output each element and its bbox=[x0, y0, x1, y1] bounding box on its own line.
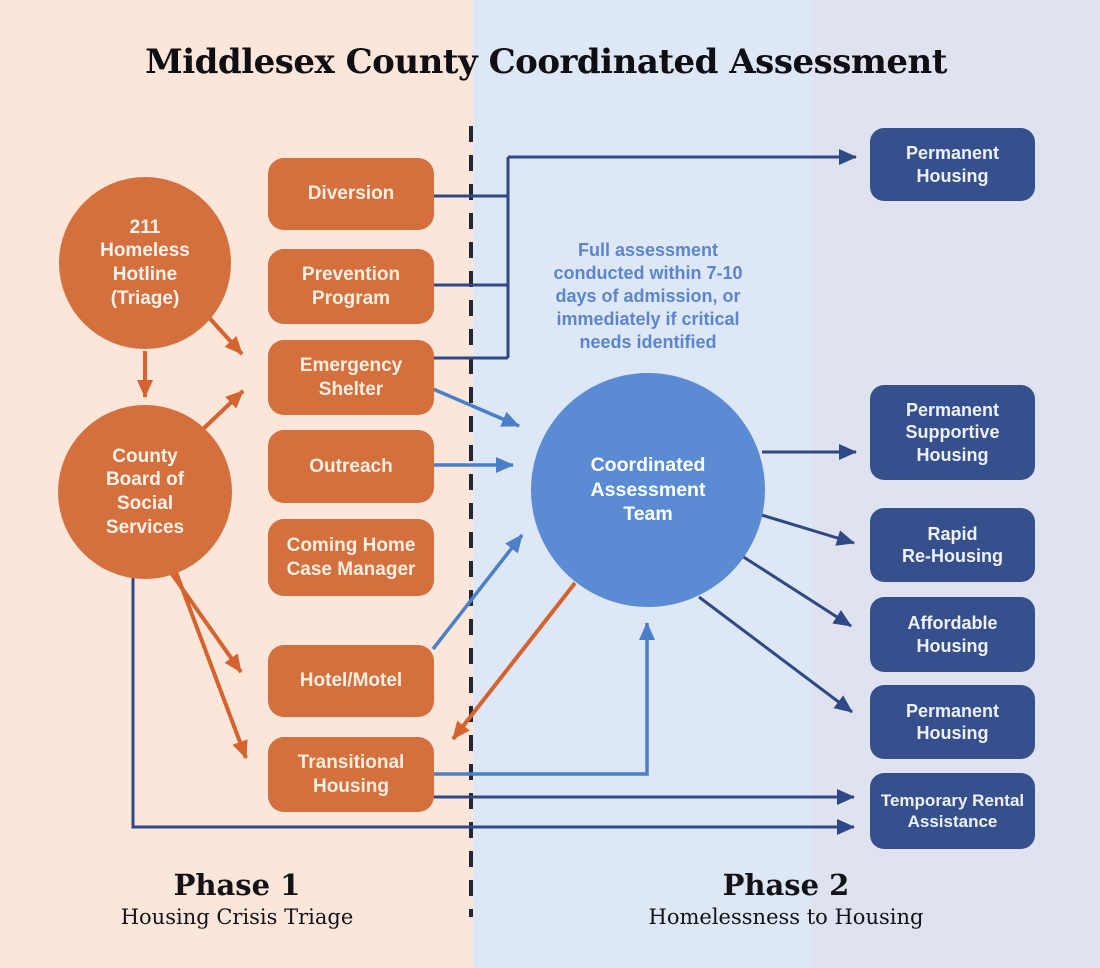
phase2-subheading: Homelessness to Housing bbox=[648, 905, 924, 929]
node-permanent-supportive-housing: Permanent Supportive Housing bbox=[870, 385, 1035, 480]
node-permanent-housing-top: Permanent Housing bbox=[870, 128, 1035, 201]
node-rapid-rehousing: Rapid Re-Housing bbox=[870, 508, 1035, 582]
node-prevention-program: Prevention Program bbox=[268, 249, 434, 324]
page-title: Middlesex County Coordinated Assessment bbox=[145, 42, 947, 82]
phase1-label: Phase 1 Housing Crisis Triage bbox=[87, 868, 387, 929]
node-permanent-housing-lower: Permanent Housing bbox=[870, 685, 1035, 759]
node-county-board-of-social-services: County Board of Social Services bbox=[58, 405, 232, 579]
phase1-subheading: Housing Crisis Triage bbox=[120, 905, 354, 929]
node-emergency-shelter: Emergency Shelter bbox=[268, 340, 434, 415]
node-coming-home-case-manager: Coming Home Case Manager bbox=[268, 519, 434, 596]
node-hotel-motel: Hotel/Motel bbox=[268, 645, 434, 717]
assessment-annotation: Full assessment conducted within 7-10 da… bbox=[553, 240, 743, 352]
node-211-homeless-hotline: 211 Homeless Hotline (Triage) bbox=[59, 177, 231, 349]
node-temporary-rental-assistance: Temporary Rental Assistance bbox=[870, 773, 1035, 849]
node-affordable-housing: Affordable Housing bbox=[870, 597, 1035, 672]
phase-divider-dashed-line bbox=[469, 126, 473, 917]
node-diversion: Diversion bbox=[268, 158, 434, 230]
phase1-heading: Phase 1 bbox=[173, 868, 301, 902]
node-transitional-housing: Transitional Housing bbox=[268, 737, 434, 812]
phase2-heading: Phase 2 bbox=[722, 868, 850, 902]
node-coordinated-assessment-team: Coordinated Assessment Team bbox=[531, 373, 765, 607]
node-outreach: Outreach bbox=[268, 430, 434, 503]
phase2-label: Phase 2 Homelessness to Housing bbox=[636, 868, 936, 929]
